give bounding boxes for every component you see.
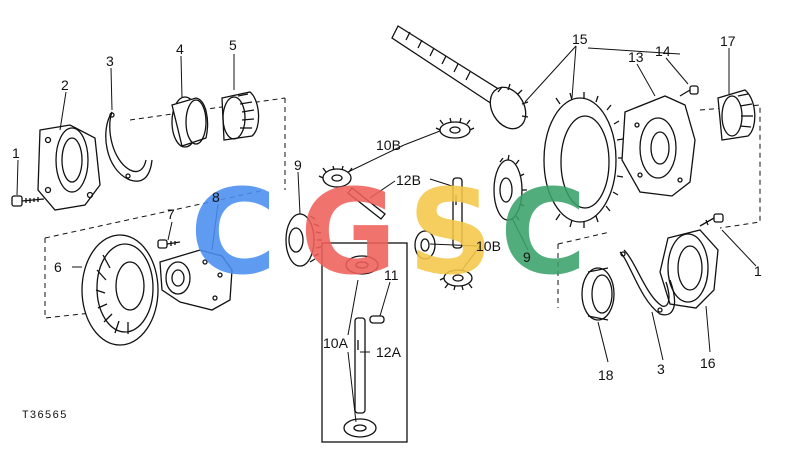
callout-13: 13 — [628, 49, 644, 65]
callout-10b-right: 10B — [476, 238, 501, 254]
callout-6: 6 — [54, 259, 62, 275]
watermark-letter-4: C — [500, 163, 587, 301]
callout-18: 18 — [598, 367, 614, 383]
callout-9-left: 9 — [294, 157, 302, 173]
figure-code: T36565 — [22, 410, 68, 422]
callout-17: 17 — [720, 33, 736, 49]
part-3-shim-top — [105, 111, 153, 182]
pinion-group-box — [321, 242, 408, 443]
part-8-differential-case — [159, 249, 233, 311]
callout-9-right: 9 — [523, 249, 531, 265]
part-17-bearing-cone — [717, 89, 756, 141]
part-16-bearing-quill — [659, 229, 719, 309]
leader-lines — [16, 45, 757, 423]
callout-10a: 10A — [323, 335, 349, 351]
part-13-differential-cover — [621, 95, 696, 197]
callout-3-top: 3 — [106, 53, 114, 69]
part-18-bearing-cup — [581, 267, 615, 321]
callout-11: 11 — [384, 267, 399, 283]
part-9-side-gear-right — [493, 154, 527, 221]
part-10b-pinion-top — [435, 117, 475, 139]
callout-3-bottom: 3 — [657, 361, 665, 377]
part-2-bearing-cage — [37, 124, 101, 211]
callout-10b-top: 10B — [376, 137, 401, 153]
callout-15: 15 — [572, 31, 588, 47]
callout-8: 8 — [212, 189, 220, 205]
part-15-ring-gear — [543, 92, 624, 228]
watermark-letter-3: S — [408, 163, 493, 301]
callout-7: 7 — [167, 206, 175, 222]
watermark-letter-2: G — [300, 163, 397, 301]
part-15-drive-pinion-shaft — [391, 25, 529, 130]
watermark: C G S C — [190, 163, 587, 301]
part-7-cap-screw — [157, 239, 181, 249]
part-5-bearing-cone — [221, 91, 260, 141]
callout-14: 14 — [655, 43, 671, 59]
callout-1-left: 1 — [12, 145, 20, 161]
callout-12a: 12A — [376, 344, 402, 360]
watermark-letter-1: C — [190, 163, 277, 301]
part-pinion-center — [414, 230, 436, 260]
callout-labels: 1 2 3 4 5 6 7 8 9 10B 12B 15 13 14 17 9 … — [12, 31, 762, 422]
part-3-shim-bottom — [619, 249, 676, 316]
part-6-differential-housing — [81, 234, 159, 346]
part-10b-pinion-left — [318, 165, 353, 188]
callout-4: 4 — [176, 41, 184, 57]
part-1-bolt-left — [11, 195, 45, 207]
part-14-cap-screw — [679, 85, 699, 97]
part-1-cap-screw-right — [699, 213, 724, 227]
callout-1-right: 1 — [754, 263, 762, 279]
callout-12b: 12B — [396, 172, 421, 188]
part-10b-pinion-right — [439, 269, 473, 291]
callout-5: 5 — [229, 37, 237, 53]
callout-16: 16 — [700, 355, 716, 371]
callout-2: 2 — [61, 77, 69, 93]
part-4-bearing-cup — [171, 96, 209, 148]
part-12b-pinion-shaft — [347, 177, 463, 249]
